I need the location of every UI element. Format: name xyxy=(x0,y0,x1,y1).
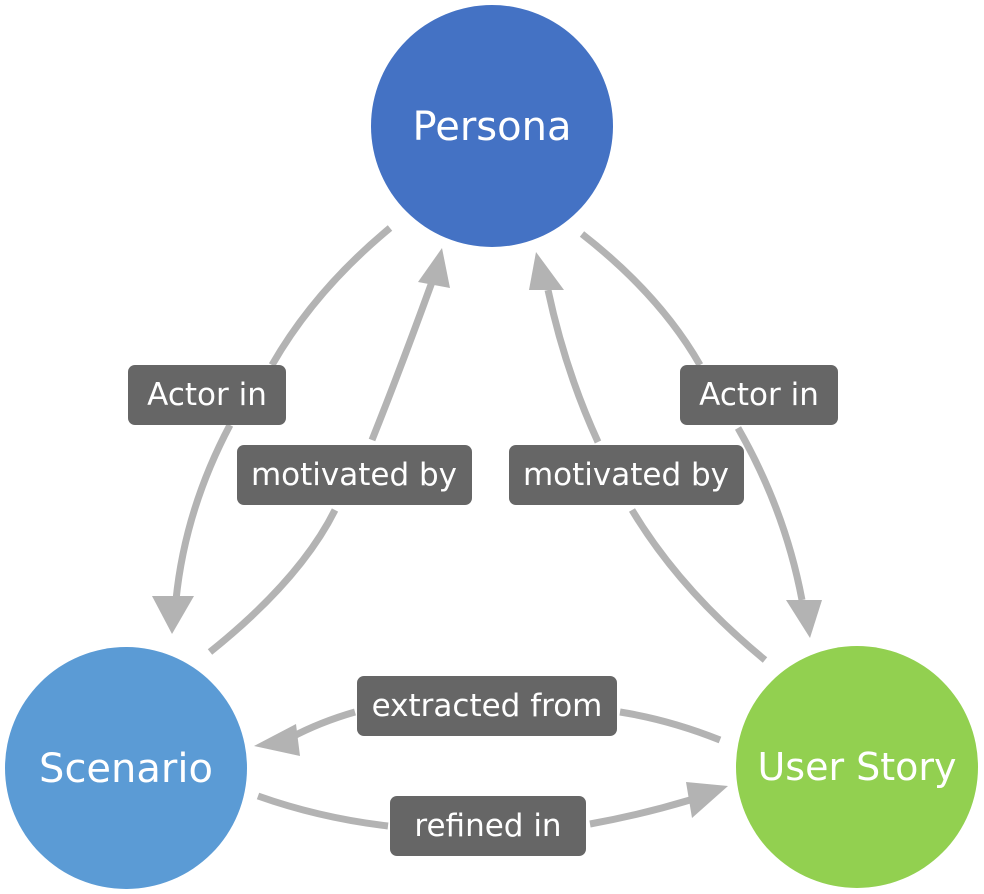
edge-line xyxy=(256,792,389,830)
edge-label-persona-user-story: Actor in xyxy=(680,365,838,425)
arrowhead-icon xyxy=(418,248,450,288)
edge-persona-to-user-story xyxy=(579,231,822,638)
node-user-story-circle xyxy=(736,646,978,888)
arrowhead-icon xyxy=(152,596,194,634)
edge-label-box xyxy=(680,365,838,425)
arrowhead-icon xyxy=(254,724,300,756)
node-user-story-label: User Story xyxy=(757,745,956,789)
edge-line xyxy=(589,796,692,828)
edge-label-user-story-persona: motivated by xyxy=(509,445,744,505)
edge-line xyxy=(207,508,339,655)
edge-label-text: Actor in xyxy=(699,377,819,413)
edge-line xyxy=(734,426,806,601)
edge-label-text: motivated by xyxy=(523,457,729,493)
edge-label-text: Actor in xyxy=(147,377,267,413)
edge-label-scenario-user-story: refined in xyxy=(390,796,586,856)
node-persona[interactable]: Persona xyxy=(371,5,613,247)
edge-label-box xyxy=(357,676,617,736)
edge-user-story-to-persona xyxy=(529,252,768,663)
node-scenario[interactable]: Scenario xyxy=(5,647,247,889)
node-scenario-circle xyxy=(5,647,247,889)
edge-line xyxy=(628,508,768,663)
edge-line xyxy=(172,423,234,601)
edge-label-box xyxy=(390,796,586,856)
edge-line xyxy=(579,231,704,367)
edge-line xyxy=(288,708,356,742)
edge-line xyxy=(368,280,436,442)
arrowhead-icon xyxy=(529,252,564,290)
edge-label-scenario-persona: motivated by xyxy=(237,445,472,505)
edge-scenario-to-persona xyxy=(207,248,450,655)
edge-label-text: refined in xyxy=(414,808,561,844)
edge-label-box xyxy=(509,445,744,505)
edge-line xyxy=(268,225,393,367)
node-scenario-label: Scenario xyxy=(39,746,213,792)
edge-persona-to-scenario xyxy=(152,225,393,634)
edge-label-box xyxy=(237,445,472,505)
node-persona-circle xyxy=(371,5,613,247)
edge-label-text: extracted from xyxy=(372,688,603,724)
edge-user-story-to-scenario xyxy=(254,708,722,756)
edge-line xyxy=(544,289,602,444)
arrowhead-icon xyxy=(786,600,822,638)
edge-label-persona-scenario: Actor in xyxy=(128,365,286,425)
edge-line xyxy=(619,708,722,744)
arrowhead-icon xyxy=(686,782,728,818)
node-persona-label: Persona xyxy=(413,104,572,150)
edge-label-user-story-scenario: extracted from xyxy=(357,676,617,736)
edge-label-box xyxy=(128,365,286,425)
edge-label-text: motivated by xyxy=(251,457,457,493)
node-user-story[interactable]: User Story xyxy=(736,646,978,888)
edge-scenario-to-user-story xyxy=(256,782,728,830)
